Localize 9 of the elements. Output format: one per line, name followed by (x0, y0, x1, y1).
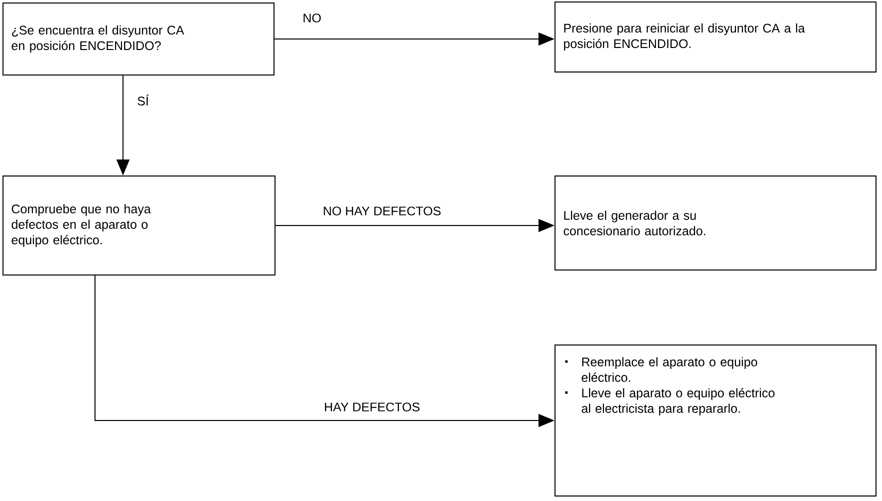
process-box: Lleve el generador a su concesionario autorizado. (554, 176, 876, 270)
process-box: Presione para reiniciar el disyuntor CA a la posición ENCENDIDO. (554, 2, 876, 72)
edge-label: SÍ (136, 94, 150, 106)
process-box: ¿Se encuentra el disyuntor CA en posición ENCENDIDO? (2, 2, 274, 76)
edge-label: NO HAY DEFECTOS (322, 206, 442, 216)
edge-label: NO (302, 12, 322, 24)
edge-label: HAY DEFECTOS (322, 402, 422, 412)
process-box: Compruebe que no haya defectos en el aparato o equipo eléctrico. (2, 176, 276, 276)
process-box: Reemplace el aparato o equipo eléctrico. Lleve el aparato o equipo eléctrico al electricista para repararlo. (554, 344, 876, 496)
